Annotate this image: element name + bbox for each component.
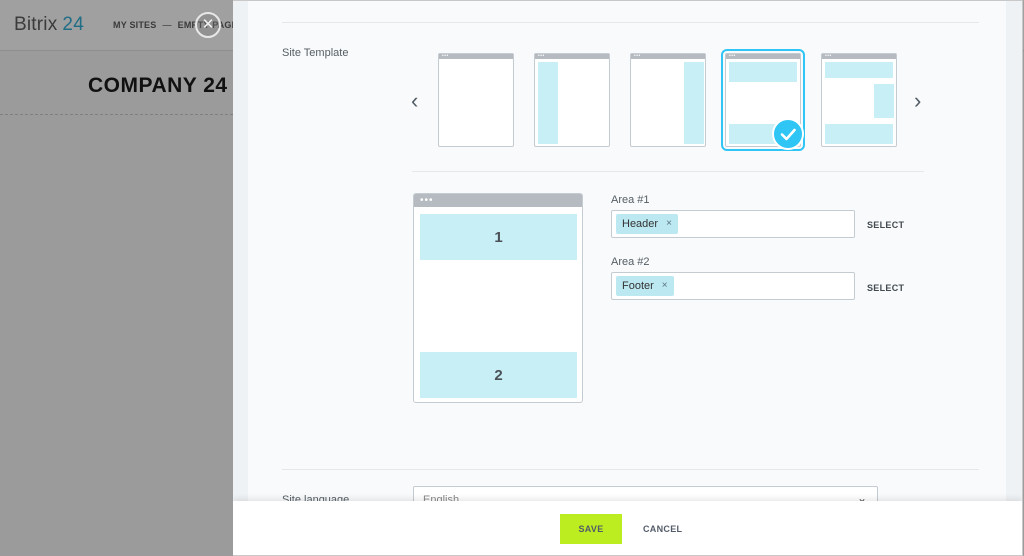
chevron-left-icon[interactable]: ‹ [411,88,419,113]
nav-item-my-sites[interactable]: MY SITES [113,20,157,30]
thumb-sidebar-block [684,62,704,144]
template-left-sidebar[interactable]: ••• [534,53,610,147]
nav-separator: — [162,20,172,30]
site-template-label: Site Template [282,47,349,59]
area-2-tag-label: Footer [622,280,654,292]
logo-name: Bitrix [14,14,58,35]
area-1-tag-label: Header [622,218,659,230]
area-1-select-button[interactable]: SELECT [867,220,905,230]
site-settings-panel: Site Template ‹ ••• ••• ••• ••• [233,0,1023,556]
area-1-label: Area #1 [611,194,650,206]
thumb-header-block [825,62,893,78]
remove-tag-icon[interactable]: × [666,218,672,229]
thumb-sidebar-block [874,84,894,118]
thumb-dots: ••• [442,53,449,59]
company-title: COMPANY 24 [88,74,228,97]
thumb-dots: ••• [825,53,832,59]
thumb-header-block [729,62,797,82]
cancel-button[interactable]: CANCEL [637,514,688,544]
thumb-footer-block [825,124,893,144]
preview-titlebar [414,194,582,207]
preview-dots: ••• [420,195,434,206]
checkmark-icon [772,118,804,150]
area-2-select-button[interactable]: SELECT [867,283,905,293]
thumb-titlebar [439,54,513,59]
thumb-dots: ••• [634,53,641,59]
thumb-titlebar [822,54,896,59]
area-1-tag: Header × [616,214,678,234]
thumb-titlebar [726,54,800,59]
save-button[interactable]: SAVE [560,514,622,544]
panel-footer: SAVE CANCEL [233,501,1022,555]
company-divider [0,114,233,115]
close-icon[interactable]: ✕ [195,12,221,38]
preview-area-1: 1 [420,214,577,260]
area-2-tag: Footer × [616,276,674,296]
preview-area-2: 2 [420,352,577,398]
area-2-label: Area #2 [611,256,650,268]
template-right-sidebar[interactable]: ••• [630,53,706,147]
template-header-sidebar-footer[interactable]: ••• [821,53,897,147]
thumb-dots: ••• [538,53,545,59]
chevron-right-icon[interactable]: › [914,88,922,113]
thumb-titlebar [631,54,705,59]
thumb-sidebar-block [538,62,558,144]
thumb-dots: ••• [729,53,736,59]
settings-card: Site Template ‹ ••• ••• ••• ••• [248,1,1006,514]
thumb-titlebar [535,54,609,59]
template-divider [412,171,924,172]
area-1-input[interactable]: Header × [611,210,855,238]
language-divider [282,469,979,470]
area-2-input[interactable]: Footer × [611,272,855,300]
template-empty[interactable]: ••• [438,53,514,147]
logo-number: 24 [62,14,84,35]
top-divider [282,22,979,23]
remove-tag-icon[interactable]: × [661,280,668,291]
template-preview: ••• 1 2 [413,193,583,403]
chevron-down-icon: ⌄ [856,491,867,505]
